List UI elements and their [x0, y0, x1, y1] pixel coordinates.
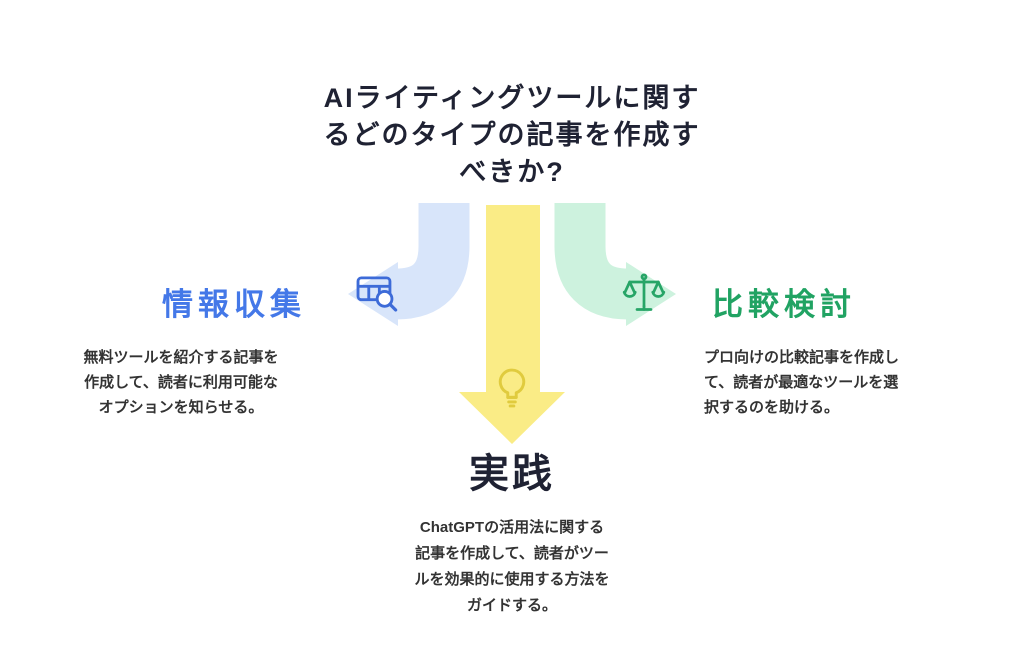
branch-description-information-gathering: 無料ツールを紹介する記事を 作成して、読者に利用可能な オプションを知らせる。: [83, 349, 279, 416]
right-curved-arrow-band: [554, 203, 630, 320]
table-search-icon: [356, 272, 398, 314]
branch-heading-information-gathering: 情報収集: [162, 287, 306, 322]
lightbulb-icon: [490, 366, 534, 410]
page-title: AIライティングツールに関す るどのタイプの記事を作成す べきか?: [323, 83, 701, 187]
scales-icon: [622, 271, 666, 315]
branch-heading-comparison: 比較検討: [712, 287, 856, 322]
branch-heading-practice: 実践: [469, 452, 555, 496]
branch-description-practice: ChatGPTの活用法に関する 記事を作成して、読者がツー ルを効果的に使用する…: [414, 519, 610, 614]
left-curved-arrow-band: [394, 203, 470, 320]
branch-description-comparison: プロ向けの比較記事を作成し て、読者が最適なツールを選 択するのを助ける。: [704, 349, 900, 416]
